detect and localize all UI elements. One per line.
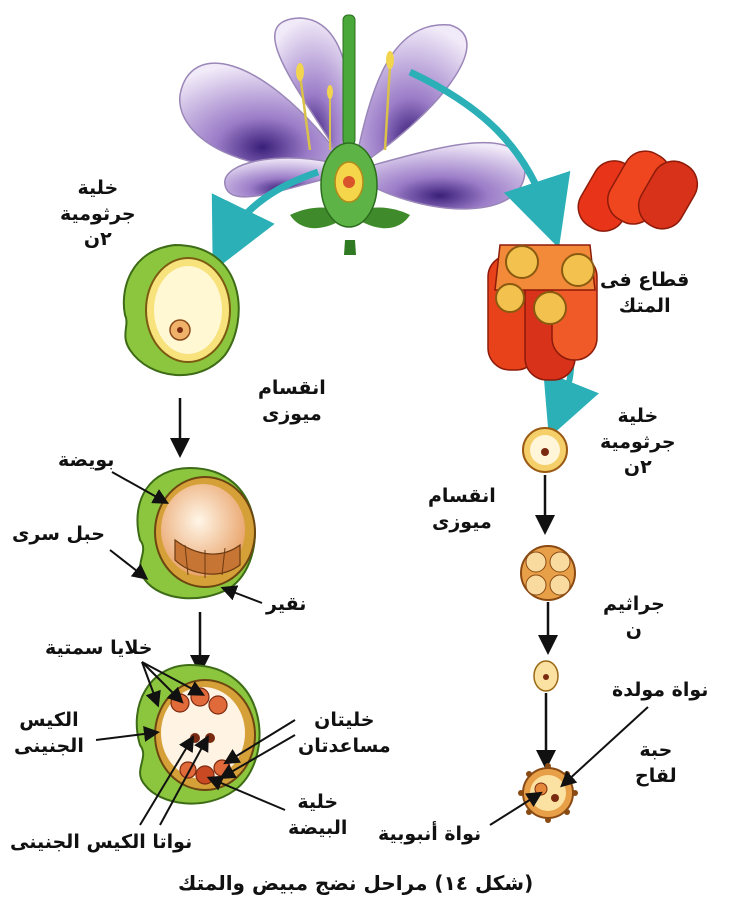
label-anther-section: قطاع فى المتك: [600, 268, 689, 319]
label-ovule-germ-cell-line1: خلية: [60, 176, 136, 202]
label-meiosis-right: انقسام ميوزى: [428, 484, 496, 535]
pollen-grain: [518, 763, 578, 823]
label-embryo-sac: الكيس الجنينى: [14, 708, 84, 759]
label-synergids-line1: خليتان: [298, 708, 391, 734]
label-generative-nucleus: نواة مولدة: [612, 678, 708, 704]
microspore-tetrad: [521, 546, 575, 600]
label-funicle: حبل سرى: [12, 522, 105, 548]
label-ovule-germ-cell-line2: جرثومية: [60, 202, 136, 228]
label-ovule: بويضة: [58, 448, 114, 474]
label-pollen-grain-line2: لقاح: [635, 764, 677, 790]
figure-caption: (شكل ١٤) مراحل نضج مبيض والمتك: [178, 870, 533, 897]
label-egg-cell-line1: خلية: [288, 790, 347, 816]
pointer-micropyle: [228, 590, 262, 603]
label-microspores-line1: جراثيم: [603, 592, 665, 618]
label-embryo-sac-line2: الجنينى: [14, 734, 84, 760]
label-funicle-text: حبل سرى: [12, 522, 105, 548]
figure-caption-text: (شكل ١٤) مراحل نضج مبيض والمتك: [178, 870, 533, 897]
label-anther-section-line2: المتك: [600, 294, 689, 320]
microspore: [534, 661, 558, 691]
label-synergids: خليتان مساعدتان: [298, 708, 391, 759]
label-ovule-germ-cell-line3: ٢ن: [60, 227, 136, 253]
label-embryo-sac-line1: الكيس: [14, 708, 84, 734]
label-polar-nuclei: نواتا الكيس الجنينى: [10, 830, 192, 856]
label-meiosis-right-line1: انقسام: [428, 484, 496, 510]
label-anther-germ-cell: خلية جرثومية ٢ن: [600, 404, 676, 481]
label-anther-section-line1: قطاع فى: [600, 268, 689, 294]
label-pollen-grain: حبة لقاح: [635, 738, 677, 789]
label-egg-cell-line2: البيضة: [288, 816, 347, 842]
label-pollen-grain-line1: حبة: [635, 738, 677, 764]
label-meiosis-left: انقسام ميوزى: [258, 376, 326, 427]
anther-whole: [570, 143, 705, 239]
label-anther-germ-cell-line1: خلية: [600, 404, 676, 430]
label-meiosis-right-line2: ميوزى: [428, 510, 496, 536]
label-ovule-germ-cell: خلية جرثومية ٢ن: [60, 176, 136, 253]
label-generative-nucleus-text: نواة مولدة: [612, 678, 708, 704]
label-microspores-line2: ن: [603, 618, 665, 644]
label-micropyle-text: نقير: [266, 592, 306, 618]
flower-illustration: [180, 15, 525, 255]
ovule-stage-2: [137, 468, 255, 598]
label-tube-nucleus-text: نواة أنبوبية: [378, 822, 481, 848]
anther-section: [488, 245, 597, 380]
label-tube-nucleus: نواة أنبوبية: [378, 822, 481, 848]
label-meiosis-left-line1: انقسام: [258, 376, 326, 402]
pointer-funicle: [110, 550, 142, 575]
label-antipodal-cells-text: خلايا سمتية: [45, 636, 152, 662]
label-ovule-text: بويضة: [58, 448, 114, 474]
label-polar-nuclei-text: نواتا الكيس الجنينى: [10, 830, 192, 856]
label-microspores: جراثيم ن: [603, 592, 665, 643]
label-egg-cell: خلية البيضة: [288, 790, 347, 841]
anther-germ-cell: [523, 428, 567, 472]
ovule-stage-3: [137, 665, 260, 804]
label-anther-germ-cell-line2: جرثومية: [600, 430, 676, 456]
label-micropyle: نقير: [266, 592, 306, 618]
label-synergids-line2: مساعدتان: [298, 734, 391, 760]
label-anther-germ-cell-line3: ٢ن: [600, 455, 676, 481]
label-antipodal-cells: خلايا سمتية: [45, 636, 152, 662]
ovule-stage-1: [124, 245, 239, 375]
label-meiosis-left-line2: ميوزى: [258, 402, 326, 428]
